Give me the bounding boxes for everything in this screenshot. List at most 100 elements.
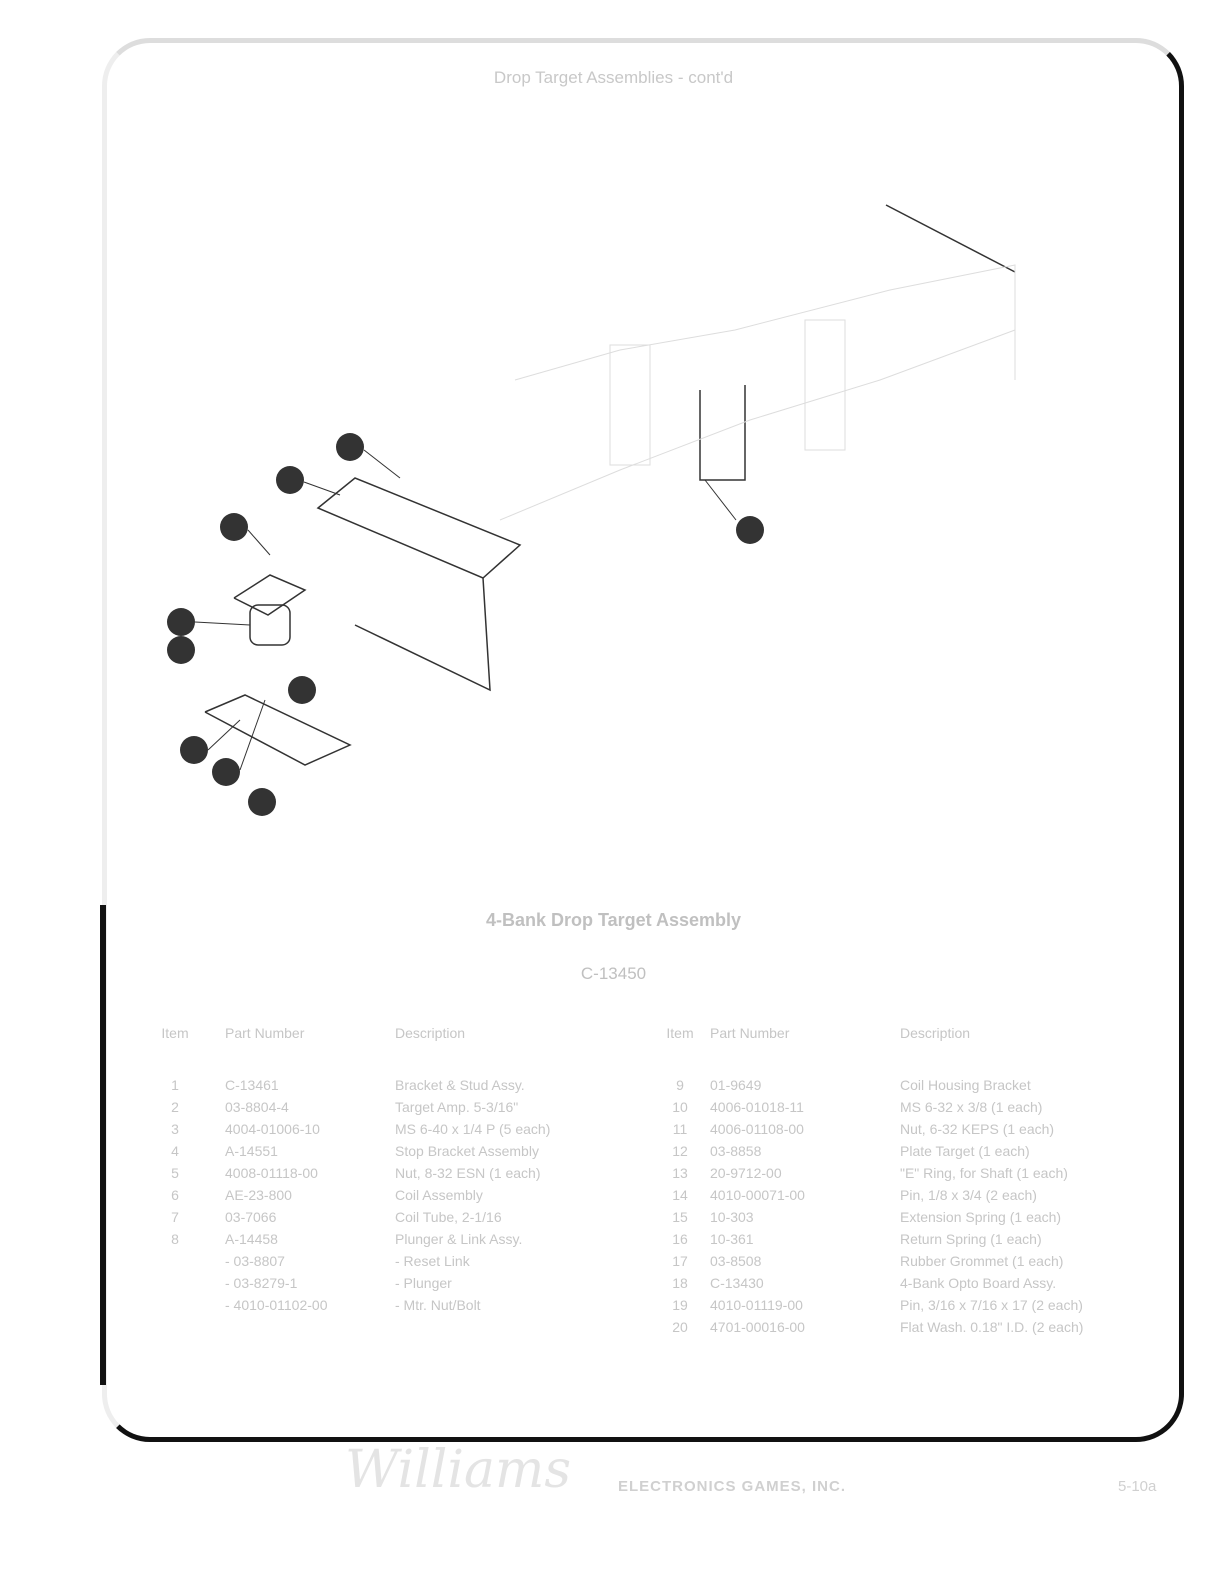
col-desc: Description: [395, 1025, 466, 1041]
cell-part: 4004-01006-10: [225, 1121, 320, 1137]
table-row: 9 01-9649 Coil Housing Bracket: [650, 1077, 1150, 1099]
cell-desc: Return Spring (1 each): [900, 1231, 1042, 1247]
cell-part: 4010-00071-00: [710, 1187, 805, 1203]
cell-desc: Nut, 8-32 ESN (1 each): [395, 1165, 541, 1181]
cell-desc: Flat Wash. 0.18" I.D. (2 each): [900, 1319, 1084, 1335]
company-name: ELECTRONICS GAMES, INC.: [618, 1478, 847, 1495]
table-row: 11 4006-01108-00 Nut, 6-32 KEPS (1 each): [650, 1121, 1150, 1143]
table-row: 15 10-303 Extension Spring (1 each): [650, 1209, 1150, 1231]
cell-part: 10-303: [710, 1209, 754, 1225]
cell-desc: Plunger & Link Assy.: [395, 1231, 523, 1247]
cell-desc: - Plunger: [395, 1275, 452, 1291]
table-row: 20 4701-00016-00 Flat Wash. 0.18" I.D. (2 …: [650, 1319, 1150, 1341]
cell-item: 6: [171, 1187, 179, 1203]
cell-part: A-14458: [225, 1231, 278, 1247]
cell-part: - 03-8279-1: [225, 1275, 298, 1291]
cell-part: 10-361: [710, 1231, 754, 1247]
cell-part: 4701-00016-00: [710, 1319, 805, 1335]
table-row: 4 A-14551 Stop Bracket Assembly: [145, 1143, 645, 1165]
cell-item: 18: [672, 1275, 688, 1291]
table-row: - 4010-01102-00 - Mtr. Nut/Bolt: [145, 1297, 645, 1319]
exploded-diagram: [167, 204, 1016, 816]
callout-marker: [248, 788, 276, 816]
page-border: [102, 38, 1184, 1442]
cell-part: A-14551: [225, 1143, 278, 1159]
cell-part: 01-9649: [710, 1077, 762, 1093]
table-row: - 03-8807 - Reset Link: [145, 1253, 645, 1275]
cell-item: 19: [672, 1297, 688, 1313]
cell-item: 5: [171, 1165, 179, 1181]
cell-desc: MS 6-40 x 1/4 P (5 each): [395, 1121, 551, 1137]
cell-desc: Stop Bracket Assembly: [395, 1143, 539, 1159]
callout-marker: [167, 608, 195, 636]
callout-marker: [212, 758, 240, 786]
cell-desc: Rubber Grommet (1 each): [900, 1253, 1064, 1269]
cell-part: C-13461: [225, 1077, 279, 1093]
cell-part: C-13430: [710, 1275, 764, 1291]
cell-desc: Coil Housing Bracket: [900, 1077, 1031, 1093]
col-item: Item: [666, 1025, 694, 1041]
callout-marker: [288, 676, 316, 704]
callout-marker: [180, 736, 208, 764]
col-item: Item: [161, 1025, 189, 1041]
col-part: Part Number: [710, 1025, 790, 1041]
cell-desc: Coil Tube, 2-1/16: [395, 1209, 502, 1225]
cell-item: 15: [672, 1209, 688, 1225]
cell-desc: - Reset Link: [395, 1253, 470, 1269]
cell-desc: Extension Spring (1 each): [900, 1209, 1062, 1225]
cell-item: 17: [672, 1253, 688, 1269]
cell-desc: Coil Assembly: [395, 1187, 483, 1203]
cell-part: AE-23-800: [225, 1187, 292, 1203]
williams-logo: Williams: [345, 1440, 572, 1500]
cell-item: 10: [672, 1099, 688, 1115]
cell-item: 14: [672, 1187, 688, 1203]
table-header: Item Part Number Description: [145, 1025, 645, 1077]
callout-marker: [336, 433, 364, 461]
cell-item: 9: [676, 1077, 684, 1093]
cell-item: 13: [672, 1165, 688, 1181]
table-row: 3 4004-01006-10 MS 6-40 x 1/4 P (5 each): [145, 1121, 645, 1143]
cell-item: 11: [672, 1121, 688, 1137]
callout-marker: [736, 516, 764, 544]
col-part: Part Number: [225, 1025, 305, 1041]
table-row: 16 10-361 Return Spring (1 each): [650, 1231, 1150, 1253]
cell-desc: Target Amp. 5-3/16": [395, 1099, 519, 1115]
cell-desc: MS 6-32 x 3/8 (1 each): [900, 1099, 1043, 1115]
cell-desc: - Mtr. Nut/Bolt: [395, 1297, 481, 1313]
cell-desc: Bracket & Stud Assy.: [395, 1077, 525, 1093]
cell-desc: Plate Target (1 each): [900, 1143, 1030, 1159]
table-row: 6 AE-23-800 Coil Assembly: [145, 1187, 645, 1209]
cell-part: - 4010-01102-00: [225, 1297, 328, 1313]
cell-part: - 03-8807: [225, 1253, 285, 1269]
page-number: 5-10a: [1118, 1478, 1157, 1495]
callout-marker: [276, 466, 304, 494]
cell-part: 4010-01119-00: [710, 1297, 803, 1313]
table-row: 2 03-8804-4 Target Amp. 5-3/16": [145, 1099, 645, 1121]
table-row: - 03-8279-1 - Plunger: [145, 1275, 645, 1297]
cell-item: 16: [672, 1231, 688, 1247]
table-row: 17 03-8508 Rubber Grommet (1 each): [650, 1253, 1150, 1275]
cell-part: 4006-01108-00: [710, 1121, 804, 1137]
cell-part: 03-8508: [710, 1253, 762, 1269]
cell-desc: Nut, 6-32 KEPS (1 each): [900, 1121, 1055, 1137]
cell-part: 03-8804-4: [225, 1099, 289, 1115]
cell-item: 7: [171, 1209, 179, 1225]
cell-item: 20: [672, 1319, 688, 1335]
cell-desc: Pin, 1/8 x 3/4 (2 each): [900, 1187, 1037, 1203]
cell-item: 4: [171, 1143, 179, 1159]
cell-item: 3: [171, 1121, 179, 1137]
cell-item: 2: [171, 1099, 179, 1115]
cell-part: 20-9712-00: [710, 1165, 782, 1181]
cell-desc: 4-Bank Opto Board Assy.: [900, 1275, 1057, 1291]
table-row: 14 4010-00071-00 Pin, 1/8 x 3/4 (2 each): [650, 1187, 1150, 1209]
